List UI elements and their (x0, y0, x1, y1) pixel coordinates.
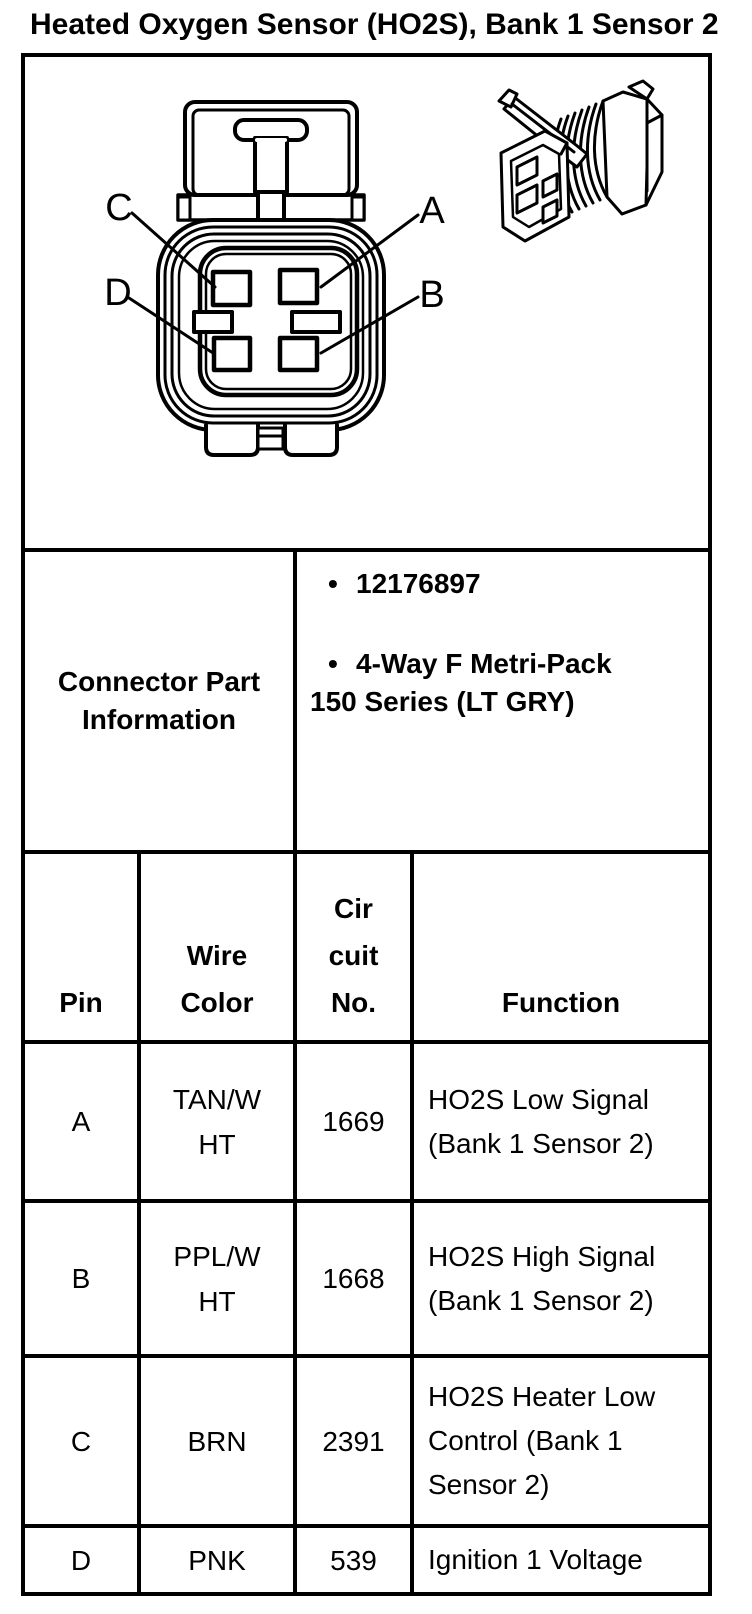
connector-diagram: C A D B (104, 79, 664, 457)
pin-label-a: A (419, 190, 445, 232)
circuit-value: 1669 (322, 1106, 385, 1137)
pin-c-cavity (210, 269, 253, 308)
circuit-cell: 1669 (293, 1044, 410, 1199)
pin-value: B (71, 1263, 91, 1294)
pin-label-b: B (419, 274, 444, 316)
pin-cell: D (25, 1528, 137, 1592)
circuit-cell: 2391 (293, 1358, 410, 1524)
table-row-pin-b: B PPL/W HT 1668 HO2S High Signal (Bank 1… (25, 1199, 708, 1354)
pin-b-cavity (277, 335, 320, 373)
table-row-pin-d: D PNK 539 Ignition 1 Voltage (25, 1524, 708, 1592)
pin-cell: B (25, 1203, 137, 1354)
pin-leader-a (319, 213, 420, 289)
connector-info-table: C A D B (21, 53, 712, 1596)
pin-value: D (70, 1544, 92, 1576)
part-info-row: Connector Part Information • 12176897 • 4-… (25, 548, 708, 850)
wire-color-cell: BRN (137, 1358, 293, 1524)
function-value: HO2S Low Signal (Bank 1 Sensor 2) (428, 1083, 654, 1159)
pin-table-header-row: Pin Wire Color Cir cuit No. Function (25, 850, 708, 1040)
function-cell: HO2S Low Signal (Bank 1 Sensor 2) (410, 1044, 708, 1199)
pin-a-cavity (277, 267, 320, 306)
page-title: Heated Oxygen Sensor (HO2S), Bank 1 Sens… (30, 8, 719, 41)
header-pin-label: Pin (59, 987, 103, 1018)
bullet-icon: • (328, 568, 338, 599)
function-value: HO2S Heater Low Control (Bank 1 Sensor 2… (428, 1381, 656, 1500)
pin-label-d: D (104, 272, 131, 314)
header-function: Function (410, 854, 708, 1040)
part-number-item: • 12176897 (310, 565, 698, 603)
pin-d-cavity (211, 335, 253, 373)
terminal-pins (210, 267, 320, 373)
circuit-value: 539 (330, 1544, 377, 1576)
header-circuit-no: Cir cuit No. (293, 854, 410, 1040)
header-function-label: Function (501, 987, 621, 1018)
wire-color-cell: PNK (137, 1528, 293, 1592)
header-pin: Pin (25, 854, 137, 1040)
circuit-cell: 539 (293, 1528, 410, 1592)
wire-color-value: TAN/W HT (172, 1083, 262, 1160)
bullet-icon: • (328, 648, 338, 679)
function-cell: HO2S Heater Low Control (Bank 1 Sensor 2… (410, 1358, 708, 1524)
pin-cell: A (25, 1044, 137, 1199)
pin-leader-d (127, 296, 215, 355)
header-circuit-no-label: Cir cuit No. (328, 893, 379, 1018)
function-value: HO2S High Signal (Bank 1 Sensor 2) (428, 1240, 656, 1316)
part-info-header: Connector Part Information (57, 666, 261, 735)
connector-type-item: • 4-Way F Metri-Pack 150 Series (LT GRY) (310, 645, 698, 721)
connector-3d-view (497, 79, 664, 243)
circuit-cell: 1668 (293, 1203, 410, 1354)
function-cell: HO2S High Signal (Bank 1 Sensor 2) (410, 1203, 708, 1354)
connector-type-line1: 4-Way F Metri-Pack (356, 648, 612, 679)
table-row-pin-a: A TAN/W HT 1669 HO2S Low Signal (Bank 1 … (25, 1040, 708, 1199)
table-row-pin-c: C BRN 2391 HO2S Heater Low Control (Bank… (25, 1354, 708, 1524)
pin-cell: C (25, 1358, 137, 1524)
header-wire-color-label: Wire Color (180, 940, 254, 1018)
pin-label-c: C (105, 187, 132, 229)
mounting-feet (204, 423, 339, 457)
circuit-value: 2391 (322, 1425, 385, 1457)
wire-color-cell: PPL/W HT (137, 1203, 293, 1354)
wire-color-value: PPL/W HT (173, 1240, 261, 1317)
function-value: Ignition 1 Voltage (428, 1544, 643, 1575)
connector-front-view (156, 100, 386, 457)
pin-leader-b (319, 295, 420, 355)
diagram-row: C A D B (25, 57, 708, 548)
wire-color-value: BRN (187, 1425, 247, 1457)
header-wire-color: Wire Color (137, 854, 293, 1040)
part-info-values: • 12176897 • 4-Way F Metri-Pack 150 Series… (293, 552, 708, 850)
pin-value: C (70, 1425, 92, 1457)
wire-color-value: PNK (188, 1544, 246, 1576)
part-number: 12176897 (356, 568, 481, 599)
circuit-value: 1668 (322, 1263, 385, 1294)
pin-leader-lines (127, 211, 420, 355)
pin-leader-c (130, 211, 217, 289)
connector-type-line2: 150 Series (LT GRY) (310, 686, 575, 717)
pin-value: A (71, 1106, 91, 1137)
wire-color-cell: TAN/W HT (137, 1044, 293, 1199)
connector-diagram-cell: C A D B (25, 57, 708, 548)
function-cell: Ignition 1 Voltage (410, 1528, 708, 1592)
